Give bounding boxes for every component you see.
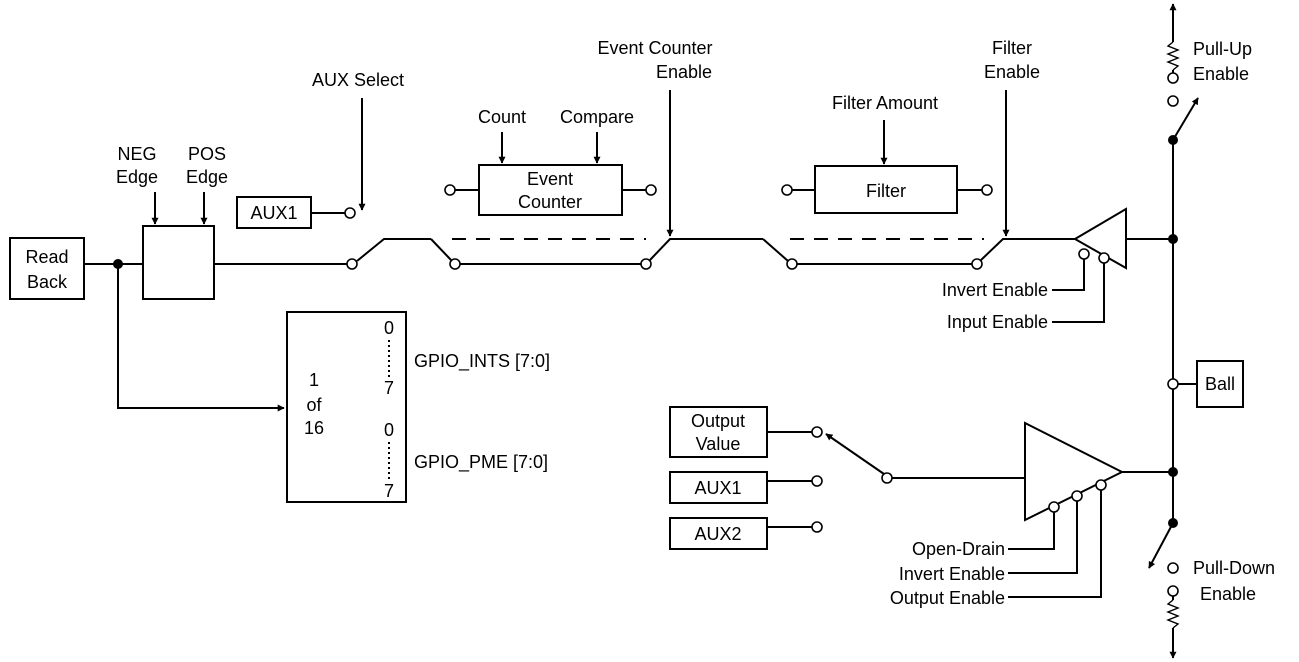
event-counter-right-terminal [645, 184, 657, 196]
event-counter-enable-label-line1: Event Counter [597, 38, 712, 58]
input-enable-wire [1052, 263, 1105, 323]
filter-box [814, 165, 958, 214]
pull-up-upper-terminal [1167, 72, 1179, 84]
event-counter-label-line1: Event [527, 169, 573, 189]
read-back-label-line1: Read [25, 247, 68, 267]
pull-down-switch-blade [1148, 522, 1174, 569]
pull-up-enable-label-line2: Enable [1193, 64, 1249, 84]
pull-down-enable-label-line2: Enable [1200, 584, 1256, 604]
filter-bypass-blade [762, 238, 789, 262]
output-mux-switch-blade [825, 433, 885, 475]
mux-label-of: of [306, 395, 322, 415]
pos-edge-label-line1: POS [188, 144, 226, 164]
neg-edge-label-line1: NEG [117, 144, 156, 164]
invert-enable-out-label: Invert Enable [899, 564, 1005, 584]
ball-terminal [1167, 378, 1179, 390]
pos-edge-label-line2: Edge [186, 167, 228, 187]
event-counter-box [478, 164, 623, 216]
ints-bit-0: 0 [384, 318, 394, 338]
aux1-output-box [669, 471, 768, 504]
invert-enable-out-wire [1008, 501, 1078, 574]
event-counter-enable-label-line2: Enable [656, 62, 712, 82]
aux2-output-label: AUX2 [694, 524, 741, 544]
input-enable-terminal [1098, 252, 1110, 264]
filter-enable-label-line1: Filter [992, 38, 1032, 58]
output-value-terminal [811, 426, 823, 438]
aux1-input-box [236, 196, 312, 229]
aux2-output-box [669, 517, 768, 550]
input-invert-terminal [1078, 248, 1090, 260]
pull-down-upper-terminal [1167, 562, 1179, 574]
open-drain-wire [1008, 512, 1055, 550]
output-value-box [669, 406, 768, 458]
aux-select-label: AUX Select [312, 70, 404, 90]
output-enable-label: Output Enable [890, 588, 1005, 608]
invert-enable-in-wire [1052, 259, 1085, 291]
event-counter-label-line2: Counter [518, 192, 582, 212]
ball-box [1196, 360, 1244, 408]
mux-label-1: 1 [309, 370, 319, 390]
pull-up-lower-terminal [1167, 95, 1179, 107]
ints-bit-7: 7 [384, 378, 394, 398]
filter-enable-label-line2: Enable [984, 62, 1040, 82]
filter-switch-blade [980, 238, 1075, 261]
pad-junction-input [1168, 234, 1178, 244]
pull-up-enable-label-line1: Pull-Up [1193, 39, 1252, 59]
read-back-label-line2: Back [27, 272, 68, 292]
ball-label: Ball [1205, 374, 1235, 394]
interrupt-mux-box [286, 311, 407, 503]
filter-amount-label: Filter Amount [832, 93, 938, 113]
pull-down-resistor [1166, 599, 1180, 629]
output-value-label-line1: Output [691, 411, 745, 431]
edge-detect-box [142, 225, 215, 300]
mux-label-16: 16 [304, 418, 324, 438]
invert-enable-in-label: Invert Enable [942, 280, 1048, 300]
aux1-output-label: AUX1 [694, 478, 741, 498]
neg-edge-label-line2: Edge [116, 167, 158, 187]
filter-in-terminal [786, 258, 798, 270]
pull-up-resistor [1166, 41, 1180, 71]
aux1-switch-terminal [344, 207, 356, 219]
pull-down-lower-terminal [1167, 585, 1179, 597]
pme-bit-7: 7 [384, 481, 394, 501]
filter-left-terminal [781, 184, 793, 196]
output-enable-terminal [1095, 479, 1107, 491]
filter-out-terminal [971, 258, 983, 270]
compare-label: Compare [560, 107, 634, 127]
gpio-pme-label: GPIO_PME [7:0] [414, 452, 548, 473]
counter-in-terminal [449, 258, 461, 270]
output-enable-wire [1008, 490, 1102, 598]
filter-right-terminal [981, 184, 993, 196]
counter-out-terminal [640, 258, 652, 270]
gpio-ints-label: GPIO_INTS [7:0] [414, 351, 550, 372]
pull-down-enable-label-line1: Pull-Down [1193, 558, 1275, 578]
aux-select-switch-blade [356, 238, 431, 262]
filter-label: Filter [866, 181, 906, 201]
mux-feed-wire [117, 264, 285, 412]
event-counter-left-terminal [444, 184, 456, 196]
pull-up-switch-blade [1172, 97, 1199, 141]
counter-bypass-blade [430, 238, 452, 261]
pme-bit-0: 0 [384, 420, 394, 440]
aux1-output-terminal [811, 475, 823, 487]
count-label: Count [478, 107, 526, 127]
output-invert-terminal [1071, 490, 1083, 502]
open-drain-terminal [1048, 501, 1060, 513]
event-counter-switch-blade [649, 238, 763, 261]
open-drain-label: Open-Drain [912, 539, 1005, 559]
read-back-box [9, 237, 85, 300]
edge-switch-terminal [346, 258, 358, 270]
aux2-output-terminal [811, 521, 823, 533]
output-buffer [1024, 421, 1125, 522]
output-value-label-line2: Value [696, 434, 741, 454]
input-enable-label: Input Enable [947, 312, 1048, 332]
aux1-input-label: AUX1 [250, 203, 297, 223]
